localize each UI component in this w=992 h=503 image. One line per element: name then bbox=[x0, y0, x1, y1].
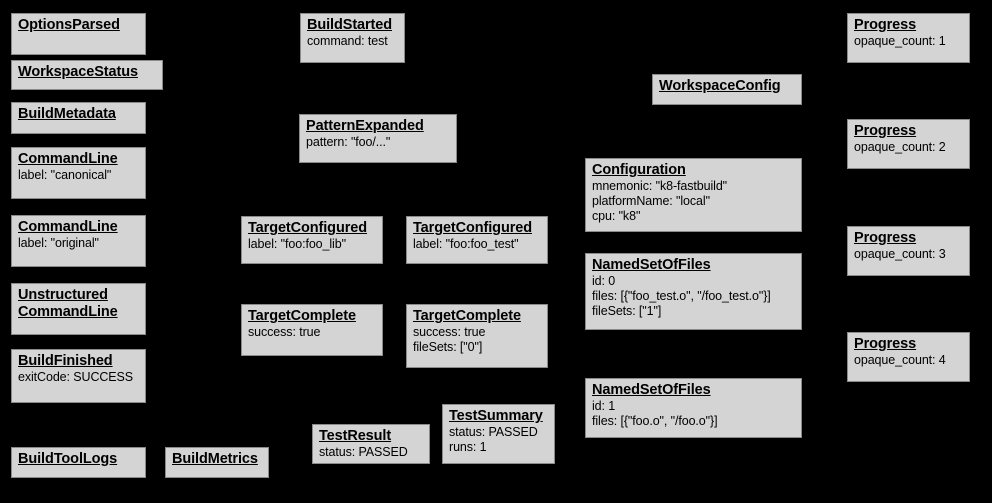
node-build-metrics[interactable]: BuildMetrics bbox=[165, 447, 269, 478]
node-fields: label: "original" bbox=[18, 236, 140, 251]
node-field: opaque_count: 4 bbox=[854, 353, 946, 367]
node-title: TargetComplete bbox=[413, 308, 521, 324]
node-fields: label: "canonical" bbox=[18, 168, 140, 183]
node-title: BuildMetadata bbox=[18, 106, 116, 122]
node-field: success: true bbox=[413, 325, 486, 339]
node-fields: status: PASSED bbox=[319, 445, 424, 460]
node-field: fileSets: ["1"] bbox=[592, 304, 662, 318]
node-title: NamedSetOfFiles bbox=[592, 257, 711, 273]
node-title: Progress bbox=[854, 17, 917, 33]
node-field: id: 0 bbox=[592, 274, 616, 288]
node-field: status: PASSED bbox=[449, 425, 538, 439]
node-title: Progress bbox=[854, 123, 917, 139]
node-field: cpu: "k8" bbox=[592, 209, 641, 223]
node-title: BuildToolLogs bbox=[18, 451, 118, 467]
node-title: TargetComplete bbox=[248, 308, 356, 324]
node-fields: command: test bbox=[307, 34, 399, 49]
node-field: command: test bbox=[307, 34, 388, 48]
node-title: TargetConfigured bbox=[248, 220, 367, 236]
node-title: BuildStarted bbox=[307, 17, 393, 33]
node-fields: success: true bbox=[248, 325, 377, 340]
node-fields: pattern: "foo/..." bbox=[306, 135, 451, 150]
node-fields: label: "foo:foo_lib" bbox=[248, 237, 377, 252]
node-field: pattern: "foo/..." bbox=[306, 135, 391, 149]
node-fields: opaque_count: 2 bbox=[854, 140, 964, 155]
node-field: runs: 1 bbox=[449, 440, 487, 454]
node-field: opaque_count: 2 bbox=[854, 140, 946, 154]
node-fields: opaque_count: 1 bbox=[854, 34, 964, 49]
node-title: Configuration bbox=[592, 162, 686, 178]
node-options-parsed[interactable]: OptionsParsed bbox=[11, 13, 146, 55]
node-fields: mnemonic: "k8-fastbuild"platformName: "l… bbox=[592, 179, 796, 224]
node-unstructured-command-line[interactable]: Unstructured CommandLine bbox=[11, 283, 146, 335]
node-title: PatternExpanded bbox=[306, 118, 424, 134]
node-workspace-status[interactable]: WorkspaceStatus bbox=[11, 60, 163, 90]
node-field: platformName: "local" bbox=[592, 194, 710, 208]
node-title: CommandLine bbox=[18, 219, 118, 235]
node-title: BuildFinished bbox=[18, 353, 113, 369]
node-field: label: "foo:foo_lib" bbox=[248, 237, 346, 251]
node-title: TestResult bbox=[319, 428, 392, 444]
node-fields: opaque_count: 3 bbox=[854, 247, 964, 262]
node-title: Progress bbox=[854, 336, 917, 352]
node-title: BuildMetrics bbox=[172, 451, 258, 467]
node-field: label: "original" bbox=[18, 236, 99, 250]
node-title: TestSummary bbox=[449, 408, 543, 424]
node-title: WorkspaceStatus bbox=[18, 64, 138, 80]
node-field: fileSets: ["0"] bbox=[413, 340, 483, 354]
node-build-metadata[interactable]: BuildMetadata bbox=[11, 102, 146, 134]
node-title: NamedSetOfFiles bbox=[592, 382, 711, 398]
node-field: label: "canonical" bbox=[18, 168, 112, 182]
node-field: success: true bbox=[248, 325, 321, 339]
node-title: CommandLine bbox=[18, 151, 118, 167]
node-fields: label: "foo:foo_test" bbox=[413, 237, 542, 252]
node-field: status: PASSED bbox=[319, 445, 408, 459]
node-title: TargetConfigured bbox=[413, 220, 532, 236]
node-field: opaque_count: 3 bbox=[854, 247, 946, 261]
node-title: Unstructured CommandLine bbox=[18, 287, 118, 320]
node-title: WorkspaceConfig bbox=[659, 78, 781, 94]
node-workspace-config[interactable]: WorkspaceConfig bbox=[652, 74, 802, 105]
node-field: files: [{"foo.o", "/foo.o"}] bbox=[592, 414, 718, 428]
node-build-tool-logs[interactable]: BuildToolLogs bbox=[11, 447, 146, 478]
node-field: opaque_count: 1 bbox=[854, 34, 946, 48]
node-field: mnemonic: "k8-fastbuild" bbox=[592, 179, 728, 193]
node-title: OptionsParsed bbox=[18, 17, 120, 33]
node-title: Progress bbox=[854, 230, 917, 246]
node-field: label: "foo:foo_test" bbox=[413, 237, 519, 251]
node-field: files: [{"foo_test.o", "/foo_test.o"}] bbox=[592, 289, 771, 303]
node-fields: opaque_count: 4 bbox=[854, 353, 964, 368]
node-field: id: 1 bbox=[592, 399, 616, 413]
node-fields: exitCode: SUCCESS bbox=[18, 370, 140, 385]
node-field: exitCode: SUCCESS bbox=[18, 370, 134, 384]
